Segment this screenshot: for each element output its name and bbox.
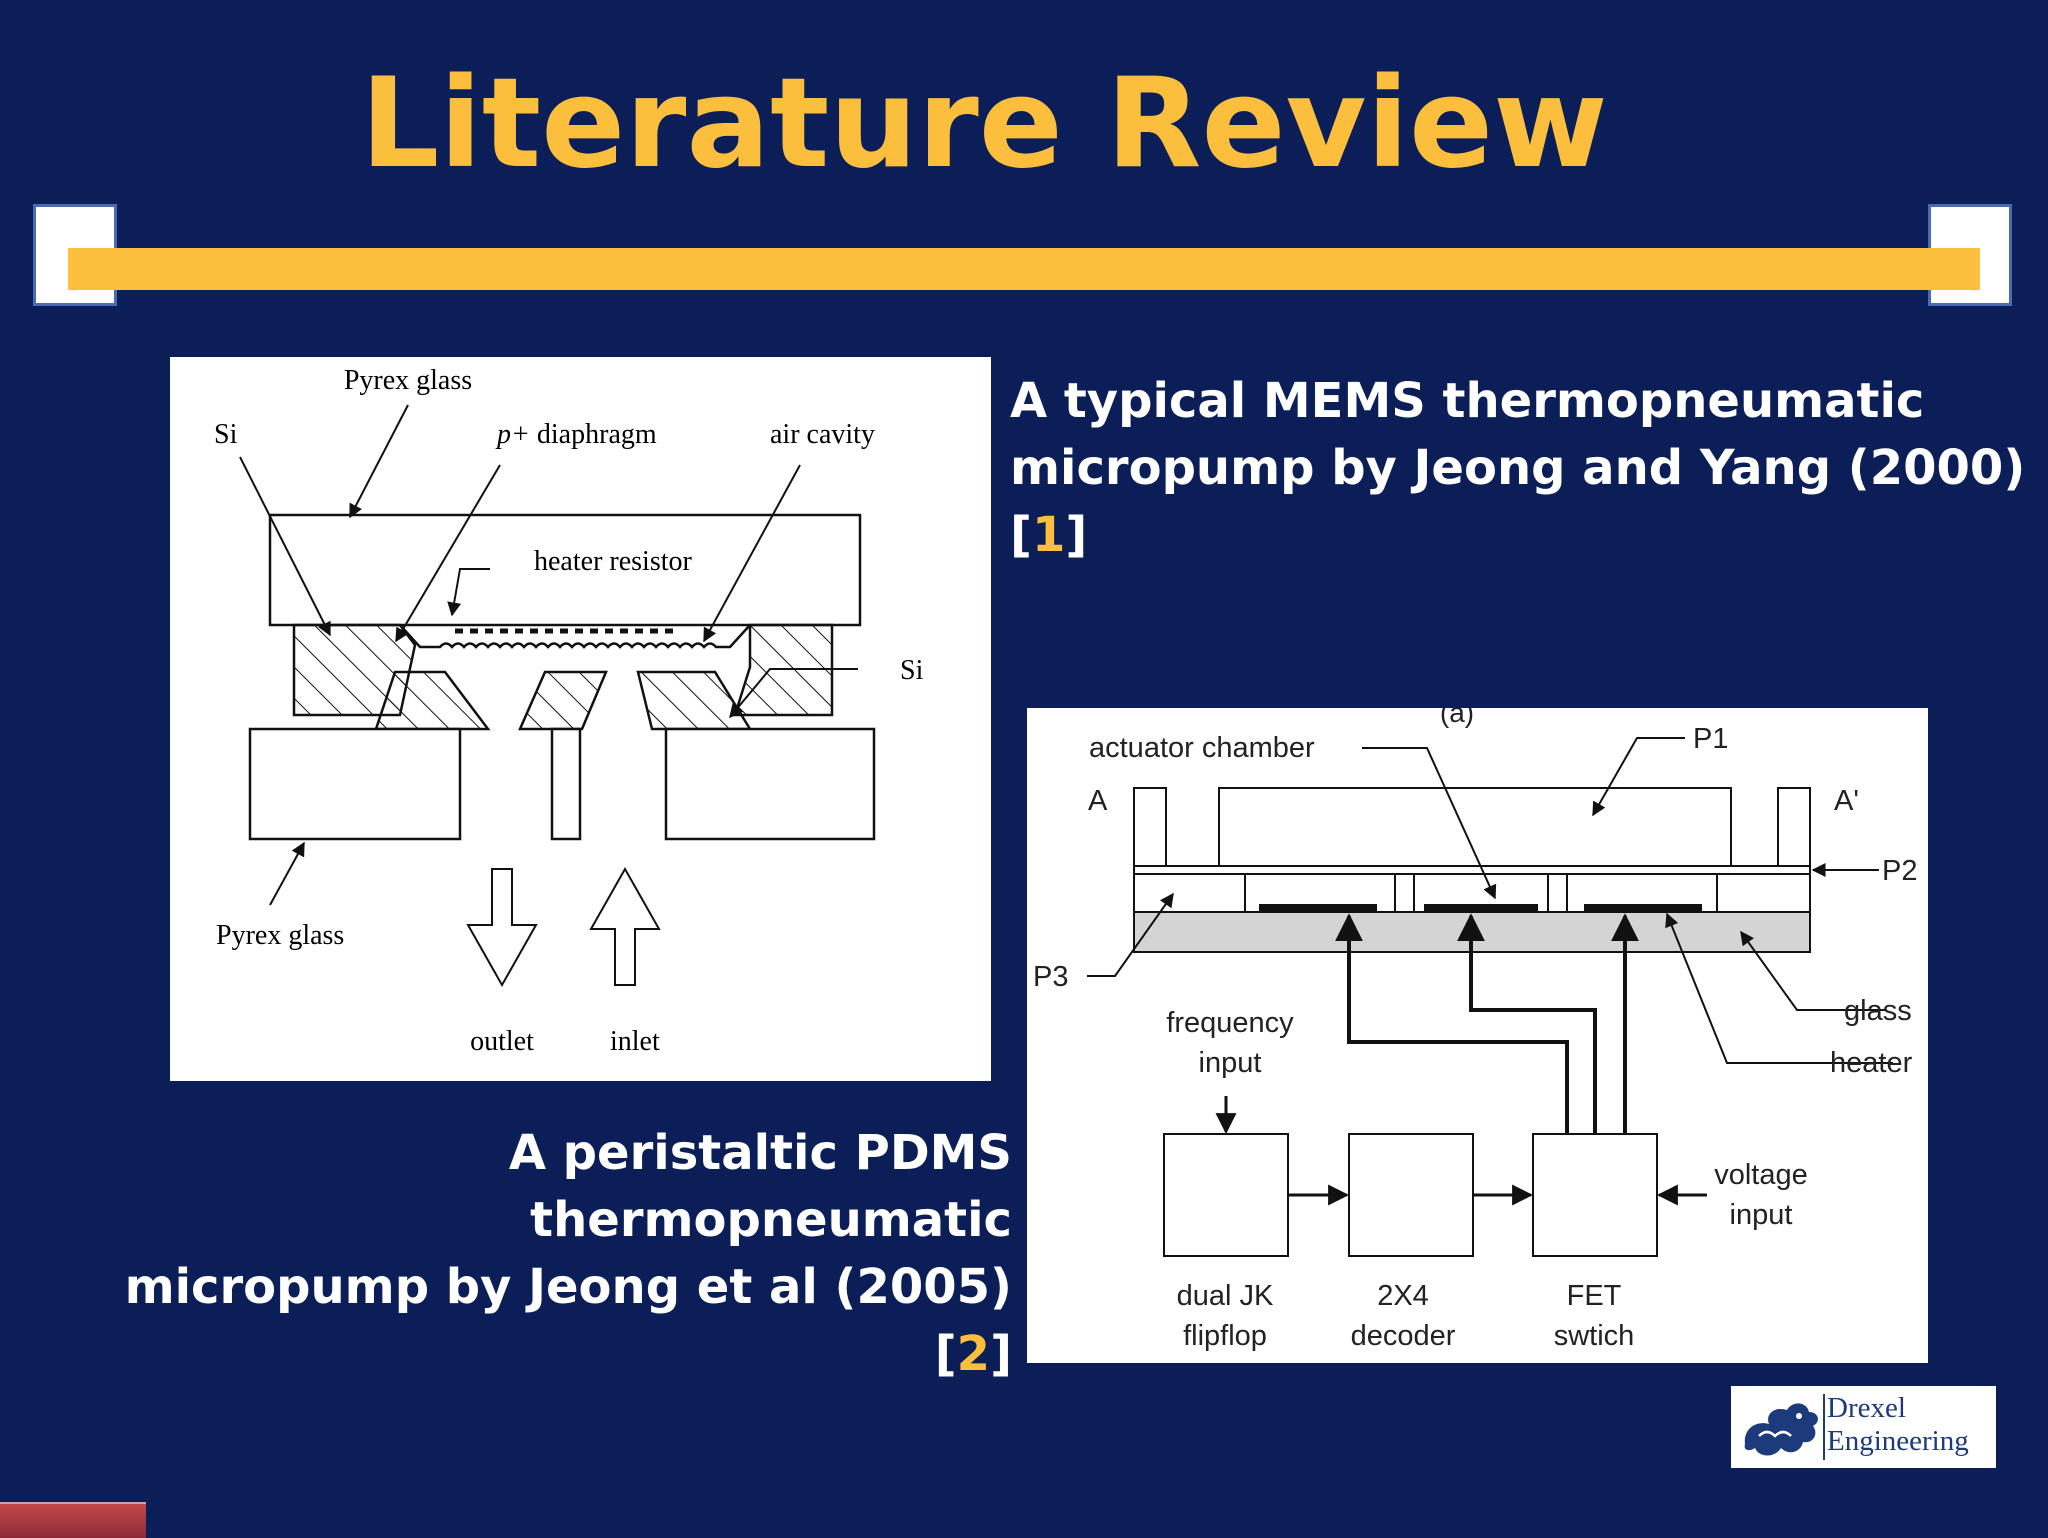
caption-top-line1: A typical MEMS thermopneumatic bbox=[1010, 373, 1925, 429]
logo-line1: Drexel bbox=[1827, 1392, 1906, 1424]
slide-nav-bar[interactable] bbox=[0, 1502, 146, 1538]
label-actuator-chamber: actuator chamber bbox=[1089, 732, 1315, 764]
p-plus-diaphragm bbox=[399, 624, 751, 649]
label-pyrex-glass-top: Pyrex glass bbox=[344, 365, 472, 396]
figure-mems-micropump: Pyrex glass Si p+ diaphragm air cavity h… bbox=[170, 357, 991, 1081]
si-inner-right bbox=[636, 670, 753, 731]
pyrex-glass-bottom-right bbox=[664, 727, 876, 841]
caption-jeong-et-al: A peristaltic PDMS thermopneumatic micro… bbox=[120, 1120, 1012, 1388]
heater-1 bbox=[1259, 904, 1377, 912]
citation-1-link[interactable]: 1 bbox=[1031, 507, 1066, 563]
label-fet-line1: FET bbox=[1567, 1280, 1622, 1312]
label-jk-line2: flipflop bbox=[1183, 1320, 1267, 1352]
label-jk-line1: dual JK bbox=[1177, 1280, 1274, 1312]
caption-bottom-line1: A peristaltic PDMS thermopneumatic bbox=[508, 1125, 1012, 1248]
label-voltage-line1: voltage bbox=[1714, 1159, 1808, 1191]
si-inner-left bbox=[374, 670, 491, 731]
label-glass: glass bbox=[1844, 995, 1912, 1027]
post-a bbox=[1133, 787, 1167, 867]
label-decoder-line1: 2X4 bbox=[1377, 1280, 1429, 1312]
decoder-block bbox=[1348, 1133, 1474, 1257]
drexel-engineering-logo: Drexel Engineering bbox=[1731, 1386, 1996, 1468]
label-frequency-line2: input bbox=[1199, 1047, 1262, 1079]
pyrex-glass-center-post bbox=[550, 727, 582, 841]
caption-bottom-line2: micropump by Jeong et al (2005) [2] bbox=[124, 1259, 1012, 1382]
caption-top-line2: micropump by Jeong and Yang (2000) bbox=[1010, 440, 2026, 496]
label-frequency-line1: frequency bbox=[1166, 1007, 1294, 1039]
heater-2 bbox=[1424, 904, 1538, 912]
label-fet-line2: swtich bbox=[1554, 1320, 1635, 1352]
pdms-micropump-diagram: (a) actuator chamber P1 A A' P2 P3 glass… bbox=[1033, 708, 1917, 1352]
label-p2: P2 bbox=[1882, 855, 1917, 887]
citation-2-link[interactable]: 2 bbox=[956, 1326, 991, 1382]
label-si-left: Si bbox=[214, 419, 238, 450]
label-heater: heater bbox=[1830, 1047, 1913, 1079]
inlet-arrow-icon bbox=[589, 866, 661, 986]
label-panel-a: (a) bbox=[1440, 708, 1474, 728]
logo-line2: Engineering bbox=[1827, 1425, 1969, 1457]
figure-pdms-micropump: (a) actuator chamber P1 A A' P2 P3 glass… bbox=[1027, 708, 1928, 1363]
logo-divider bbox=[1823, 1394, 1825, 1460]
caption-jeong-yang: A typical MEMS thermopneumatic micropump… bbox=[1010, 368, 2025, 569]
mems-micropump-diagram: Pyrex glass Si p+ diaphragm air cavity h… bbox=[214, 365, 924, 1057]
membrane-p2 bbox=[1133, 865, 1811, 875]
label-a: A bbox=[1088, 785, 1108, 817]
slide-title: Literature Review bbox=[360, 52, 1608, 196]
logo-text: Drexel Engineering bbox=[1827, 1392, 1969, 1458]
label-p1: P1 bbox=[1693, 723, 1728, 755]
title-rule bbox=[68, 248, 1980, 290]
outlet-arrow-icon bbox=[466, 868, 538, 988]
label-outlet: outlet bbox=[470, 1026, 534, 1057]
jk-flipflop-block bbox=[1163, 1133, 1289, 1257]
dragon-icon bbox=[1744, 1403, 1818, 1456]
label-p3: P3 bbox=[1033, 961, 1068, 993]
si-inner-center bbox=[518, 670, 608, 731]
label-pyrex-glass-bottom: Pyrex glass bbox=[216, 920, 344, 951]
pyrex-glass-bottom-left bbox=[248, 727, 462, 841]
label-p-diaphragm: p+ diaphragm bbox=[495, 419, 657, 450]
label-a-prime: A' bbox=[1834, 785, 1859, 817]
heater-3 bbox=[1584, 904, 1702, 912]
label-decoder-line2: decoder bbox=[1351, 1320, 1456, 1352]
label-inlet: inlet bbox=[610, 1026, 660, 1057]
label-heater-resistor: heater resistor bbox=[534, 546, 692, 577]
label-air-cavity: air cavity bbox=[770, 419, 875, 450]
caption-top-citation: [1] bbox=[1010, 507, 1088, 563]
label-si-right: Si bbox=[900, 655, 924, 686]
label-voltage-line2: input bbox=[1730, 1199, 1793, 1231]
fet-switch-block bbox=[1532, 1133, 1658, 1257]
post-a-prime bbox=[1777, 787, 1811, 867]
